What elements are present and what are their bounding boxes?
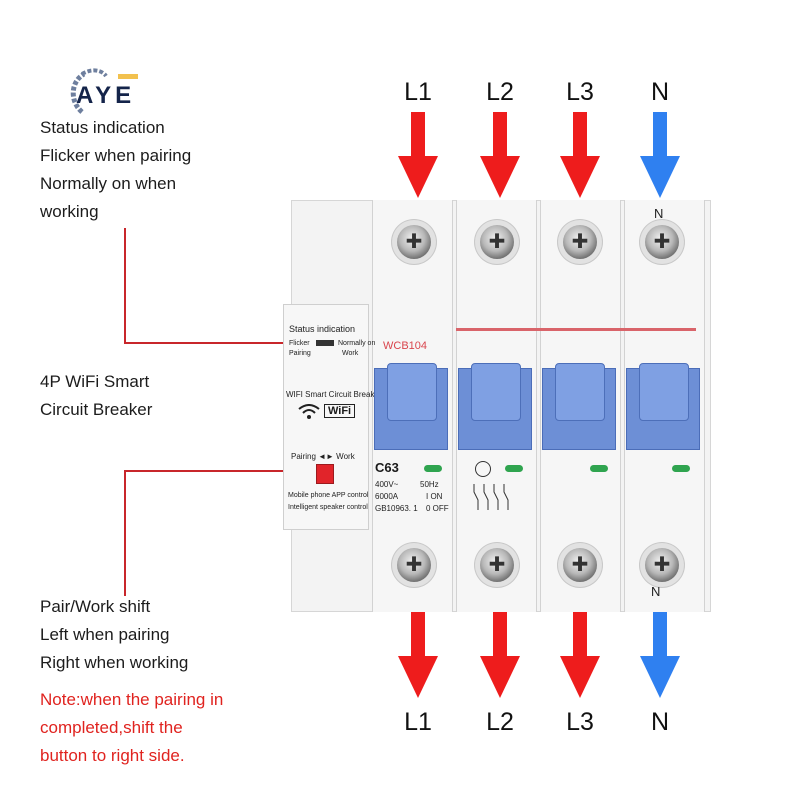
annotation-line: working (40, 202, 99, 221)
rating-label: C63 (375, 460, 399, 475)
arrow-down-l1-bottom-icon (398, 612, 438, 698)
breaker-handle-3[interactable] (542, 363, 616, 450)
arrow-down-n-bottom-icon (640, 612, 680, 698)
breaker-handle-2[interactable] (458, 363, 532, 450)
terminal-screw-icon (480, 225, 514, 259)
arrow-down-l2-bottom-icon (480, 612, 520, 698)
annotation-line: Pair/Work shift (40, 597, 151, 616)
pole-indicator-icon (424, 465, 442, 472)
breaker-handle-1[interactable] (374, 363, 448, 450)
status-panel-title: Status indication (289, 324, 356, 334)
pair-work-switch[interactable] (316, 464, 334, 484)
wifi-icon (298, 404, 320, 425)
status-pairing: Pairing (289, 350, 311, 357)
pole-stripe (456, 328, 696, 331)
product-annotation: 4P WiFi Smart Circuit Breaker (40, 368, 152, 424)
logo-text: AYE (76, 82, 136, 109)
switch-leader-vertical (124, 470, 126, 596)
pole-indicator-icon (672, 465, 690, 472)
status-work: Work (342, 350, 359, 357)
status-led-icon (316, 340, 334, 346)
terminal-screw-icon (563, 225, 597, 259)
terminal-screw-icon (397, 225, 431, 259)
pole-indicator-icon (505, 465, 523, 472)
terminal-screw-icon (397, 548, 431, 582)
arrow-down-l2-top-icon (480, 112, 520, 198)
standard-label: GB10963. 1 (375, 504, 418, 513)
arrow-down-l3-bottom-icon (560, 612, 600, 698)
note-line: Note:when the pairing in (40, 690, 224, 709)
annotation-line: Left when pairing (40, 625, 170, 644)
note-line: button to right side. (40, 746, 185, 765)
phase-label-bottom-n: N (650, 708, 670, 736)
phase-label-bottom-l1: L1 (404, 708, 432, 736)
status-leader-vertical (124, 228, 126, 344)
wreath-logo-icon (70, 68, 138, 114)
arrow-down-l1-top-icon (398, 112, 438, 198)
switch-leader-horizontal (124, 470, 316, 472)
terminal-label-n-bottom: N (651, 584, 661, 599)
app-control-line: Mobile phone APP control (288, 492, 369, 499)
phase-label-top-l2: L2 (486, 78, 514, 106)
on-label: I ON (426, 492, 443, 501)
phase-label-top-l1: L1 (404, 78, 432, 106)
arrow-down-n-top-icon (640, 112, 680, 198)
annotation-line: 4P WiFi Smart (40, 372, 150, 391)
certification-mark-icon (475, 461, 491, 477)
annotation-line: Right when working (40, 653, 189, 672)
model-label: WCB104 (383, 340, 428, 352)
phase-label-bottom-l3: L3 (566, 708, 594, 736)
wifi-badge: WiFi (324, 404, 356, 418)
shift-annotation: Pair/Work shift Left when pairing Right … (40, 593, 188, 677)
brand-line: WIFI Smart Circuit Breaker (286, 390, 382, 399)
pole-indicator-icon (590, 465, 608, 472)
breaker-handle-4[interactable] (626, 363, 700, 450)
annotation-line: Circuit Breaker (40, 400, 153, 419)
phase-label-top-l3: L3 (566, 78, 594, 106)
status-flicker: Flicker (289, 340, 310, 347)
voltage-label: 400V~ (375, 480, 399, 489)
terminal-screw-icon (563, 548, 597, 582)
frequency-label: 50Hz (420, 480, 439, 489)
brand-logo: AYE (68, 68, 150, 120)
annotation-line: Status indication (40, 118, 165, 137)
annotation-line: Flicker when pairing (40, 146, 192, 165)
wiring-schematic-icon (470, 482, 514, 517)
pair-work-label: Pairing ◄► Work (291, 452, 355, 461)
terminal-label-n-top: N (654, 206, 664, 221)
off-label: 0 OFF (426, 504, 449, 513)
speaker-control-line: Intelligent speaker control (288, 504, 368, 511)
note-line: completed,shift the (40, 718, 183, 737)
status-normally-on: Normally on (338, 340, 376, 347)
status-annotation: Status indication Flicker when pairing N… (40, 114, 191, 226)
terminal-screw-icon (645, 548, 679, 582)
arrow-down-l3-top-icon (560, 112, 600, 198)
status-leader-horizontal (124, 342, 314, 344)
pairing-note: Note:when the pairing in completed,shift… (40, 686, 223, 770)
terminal-screw-icon (645, 225, 679, 259)
annotation-line: Normally on when (40, 174, 177, 193)
terminal-screw-icon (480, 548, 514, 582)
breaking-capacity-label: 6000A (375, 492, 399, 501)
phase-label-bottom-l2: L2 (486, 708, 514, 736)
phase-label-top-n: N (650, 78, 670, 106)
